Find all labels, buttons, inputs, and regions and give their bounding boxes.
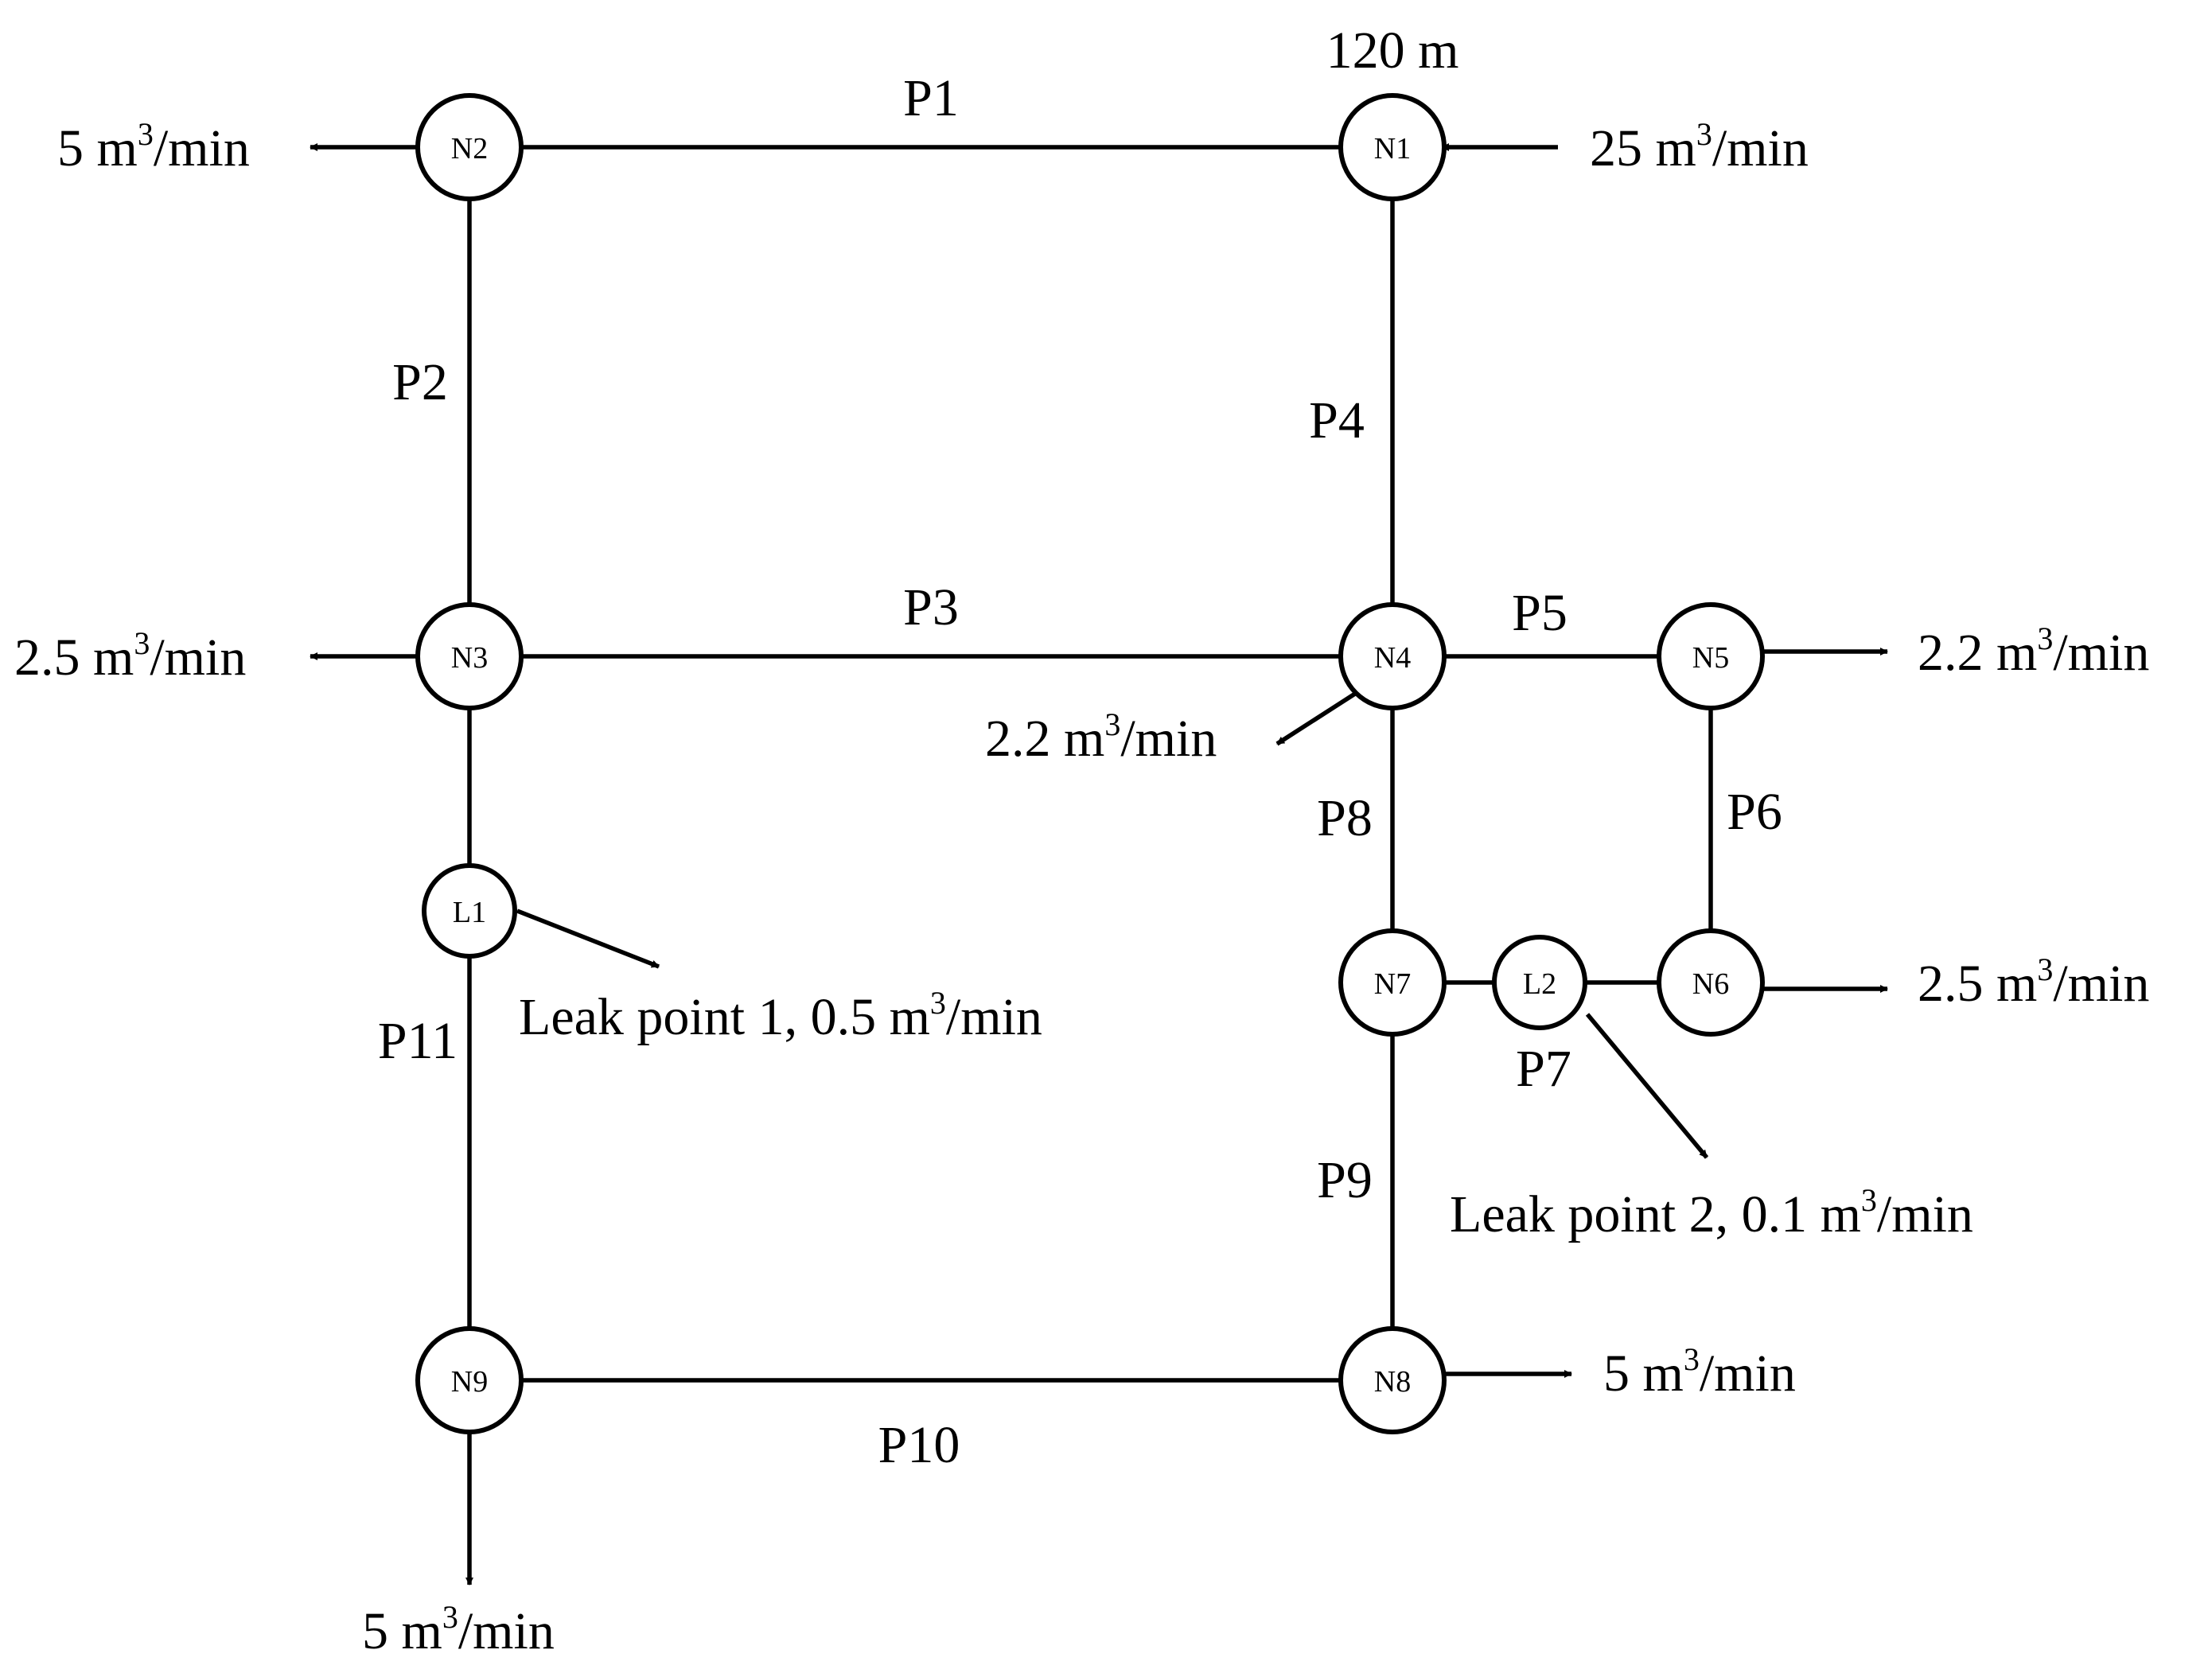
node-n7[interactable]: N7 [1338, 928, 1447, 1037]
pipe-label-p1: P1 [903, 69, 959, 127]
node-label: N9 [451, 1365, 488, 1399]
n4-demand-label: 2.2 m3/min [985, 706, 1217, 768]
node-n6[interactable]: N6 [1657, 928, 1765, 1037]
node-label: N1 [1374, 132, 1411, 165]
pipe-label-p8: P8 [1317, 789, 1373, 847]
node-n2[interactable]: N2 [415, 93, 524, 201]
node-label: N8 [1374, 1365, 1411, 1399]
n1-inflow-label: 25 m3/min [1590, 116, 1809, 177]
pipe-label-p6: P6 [1727, 783, 1782, 841]
node-n9[interactable]: N9 [415, 1326, 524, 1434]
n8-demand-label: 5 m3/min [1603, 1341, 1796, 1403]
pipe-label-p9: P9 [1317, 1151, 1373, 1209]
pipes [467, 145, 1713, 1383]
n4-demand-arrow [1275, 691, 1357, 746]
pipe-label-p3: P3 [903, 578, 959, 636]
flow-labels: 25 m3/min 5 m3/min 2.5 m3/min 2.2 m3/min… [14, 116, 2149, 1660]
n1-head-label: 120 m [1326, 21, 1459, 80]
n3-demand-label: 2.5 m3/min [14, 625, 246, 687]
node-label: N2 [451, 132, 488, 165]
pipe-labels: P1 P2 P3 P4 P5 P6 P7 P8 P9 P10 P11 [378, 69, 1782, 1474]
node-label: N6 [1692, 967, 1729, 1001]
node-label: N5 [1692, 641, 1729, 675]
pipe-label-p4: P4 [1309, 391, 1365, 449]
pipe-label-p11: P11 [378, 1012, 458, 1070]
node-n8[interactable]: N8 [1338, 1326, 1447, 1434]
leak2-arrow [1585, 1013, 1709, 1159]
node-n5[interactable]: N5 [1657, 602, 1765, 710]
node-label: L1 [453, 896, 486, 929]
node-n1[interactable]: N1 [1338, 93, 1447, 201]
leak1-label: Leak point 1, 0.5 m3/min [519, 985, 1042, 1046]
n2-demand-label: 5 m3/min [57, 116, 250, 177]
leak1-arrow [516, 909, 660, 969]
n6-demand-label: 2.5 m3/min [1918, 951, 2149, 1013]
nodes: N1 N2 N3 N4 N5 N6 N7 N8 N9 L1 L2 [415, 93, 1765, 1434]
node-label: N4 [1374, 641, 1411, 675]
node-label: N3 [451, 641, 488, 675]
n9-demand-label: 5 m3/min [362, 1599, 555, 1660]
leak2-label: Leak point 2, 0.1 m3/min [1450, 1182, 1973, 1243]
n5-demand-label: 2.2 m3/min [1918, 621, 2149, 682]
node-l2[interactable]: L2 [1492, 935, 1587, 1030]
pipe-label-p5: P5 [1512, 584, 1567, 642]
flow-arrows [310, 143, 1888, 1586]
pipe-label-p10: P10 [878, 1416, 960, 1474]
node-label: N7 [1374, 967, 1411, 1001]
node-label: L2 [1523, 967, 1556, 1001]
pipe-label-p2: P2 [392, 353, 448, 411]
node-n4[interactable]: N4 [1338, 602, 1447, 710]
node-l1[interactable]: L1 [422, 863, 517, 959]
pipe-label-p7: P7 [1516, 1040, 1571, 1098]
node-n3[interactable]: N3 [415, 602, 524, 710]
